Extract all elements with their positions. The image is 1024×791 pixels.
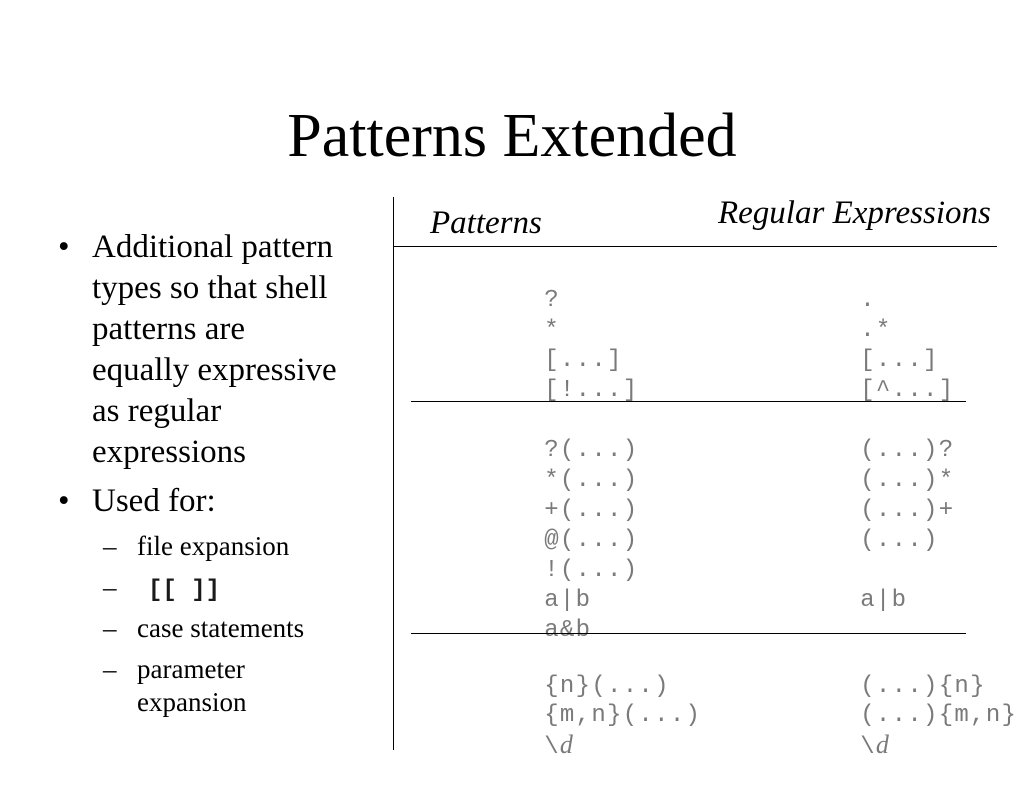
column-divider: [393, 197, 394, 750]
cell-text-escape: \: [860, 734, 876, 761]
cell-text-italic: d: [875, 730, 889, 759]
pattern-group-extended: ?(...) (...)? *(...) (...)* +(...) (...)+ @…: [450, 406, 970, 644]
group-divider: [411, 633, 966, 634]
bullet-text: Used for:: [92, 483, 216, 519]
table-row: @(...) (...): [450, 496, 970, 554]
table-row: [...] [...]: [450, 316, 970, 374]
pattern-cell: *: [544, 317, 560, 344]
table-row: {n}(...) (...){n}: [450, 643, 984, 700]
table-row: ?(...) (...)?: [450, 406, 970, 464]
table-row: !(...): [450, 526, 970, 584]
regex-cell: .: [860, 287, 876, 314]
regex-cell: [^...]: [860, 377, 955, 404]
pattern-cell: \d: [544, 730, 860, 762]
slide: Patterns Extended • Additional pattern t…: [58, 102, 1016, 761]
pattern-cell: [...]: [544, 347, 623, 374]
bullet-marker: •: [58, 229, 70, 265]
cell-text-italic: d: [559, 730, 573, 759]
regex-cell: (...){m,n}: [860, 702, 1018, 729]
sub-bullet-marker: –: [103, 613, 117, 643]
sub-bullet-code-text: [[ ]]: [148, 577, 221, 604]
table-row: * .*: [450, 286, 970, 344]
regex-cell: (...): [860, 527, 939, 554]
regex-cell: a|b: [860, 587, 908, 614]
pattern-group-repetition: {n}(...)(...){n} {m,n}(...)(...){m,n} \d…: [450, 643, 1016, 761]
pattern-cell: @(...): [544, 527, 639, 554]
table-row: {m,n}(...) (...){m,n}: [450, 672, 1016, 729]
slide-title: Patterns Extended: [287, 102, 737, 170]
pattern-cell: {m,n}(...): [544, 702, 702, 729]
table-row: a|b a|b: [450, 556, 970, 614]
sub-bullet-text: parameter expansion: [137, 654, 247, 717]
regex-cell: .*: [860, 317, 892, 344]
regex-cell: (...)?: [860, 437, 955, 464]
sub-bullet-text: file expansion: [137, 531, 290, 561]
regex-cell: \d: [860, 730, 889, 762]
table-row: *(...) (...)*: [450, 436, 970, 494]
regex-cell: (...)*: [860, 467, 955, 494]
bullet-marker: •: [58, 483, 70, 519]
pattern-group-basic: ?. * .* [...] [...] [!...] [^...]: [450, 256, 970, 404]
table-row: a&b: [450, 586, 970, 644]
pattern-cell: +(...): [544, 497, 639, 524]
sub-bullet-marker: –: [103, 654, 117, 684]
pattern-cell: [!...]: [544, 377, 639, 404]
pattern-cell: ?: [544, 287, 560, 314]
regex-cell: [...]: [860, 347, 939, 374]
pattern-cell: ?(...): [544, 437, 639, 464]
column-header-regular-expressions: Regular Expressions: [718, 195, 991, 231]
pattern-cell: a&b: [544, 617, 592, 644]
table-row: [!...] [^...]: [450, 346, 970, 404]
header-divider: [393, 246, 997, 247]
pattern-cell: a|b: [544, 587, 592, 614]
sub-bullet-text: case statements: [137, 613, 305, 643]
group-divider: [411, 401, 966, 402]
sub-bullet-marker: –: [103, 572, 117, 602]
cell-text-escape: \: [544, 734, 560, 761]
pattern-cell: *(...): [544, 467, 639, 494]
regex-cell: (...)+: [860, 497, 955, 524]
regex-cell: (...){n}: [860, 673, 986, 700]
table-row: \d\d: [450, 701, 970, 761]
column-header-patterns: Patterns: [430, 205, 542, 241]
pattern-cell: {n}(...): [544, 673, 670, 700]
table-row: +(...) (...)+: [450, 466, 970, 524]
pattern-cell: !(...): [544, 557, 639, 584]
sub-bullet-marker: –: [103, 531, 117, 561]
bullet-text: Additional pattern types so that shell p…: [92, 229, 337, 470]
table-row: ?.: [450, 256, 970, 314]
